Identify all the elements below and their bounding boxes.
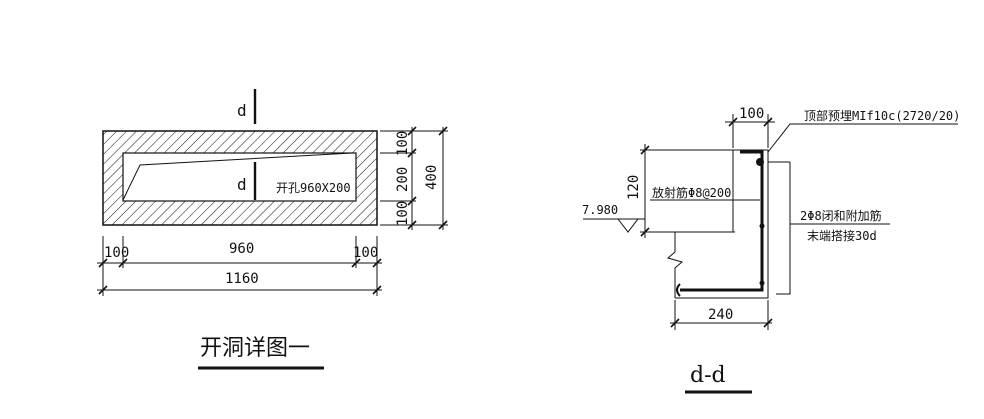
elevation-label: 7.980 <box>582 203 618 217</box>
dim-right-mid: 200 <box>395 167 411 192</box>
added-bar-label-1: 2Φ8闭和附加筋 <box>800 208 882 223</box>
opening-detail: d d 开孔960X200 100 960 100 1160 <box>97 89 448 370</box>
dim-right-bottom: 100 <box>395 201 411 226</box>
dim-total-height: 400 <box>424 165 440 190</box>
dim-center: 960 <box>229 241 254 257</box>
dim-right: 100 <box>353 245 378 261</box>
dim-bottom: 240 <box>708 307 733 323</box>
section-mark-mid: d <box>237 175 247 194</box>
dim-total-width: 1160 <box>225 271 259 287</box>
section-outline <box>675 149 769 299</box>
opening <box>122 152 357 202</box>
dim-top: 100 <box>739 106 764 122</box>
added-bar-label-2: 末端搭接30d <box>807 228 877 243</box>
dim-left-height: 120 <box>626 175 642 200</box>
top-bar-label: 顶部预埋MIf10c(2720/20) <box>804 108 960 123</box>
opening-detail-title: 开洞详图一 <box>200 336 310 361</box>
section-dd: 100 顶部预埋MIf10c(2720/20) 120 放射筋Φ8@200 7.… <box>582 106 960 394</box>
rebar-main <box>680 150 764 292</box>
dim-right-top: 100 <box>395 131 411 156</box>
section-title: d-d <box>690 363 726 388</box>
dim-left: 100 <box>104 245 129 261</box>
opening-slope-line <box>122 152 353 201</box>
opening-label: 开孔960X200 <box>276 181 351 195</box>
section-mark-top: d <box>237 101 247 120</box>
radial-bar-label: 放射筋Φ8@200 <box>652 185 731 200</box>
break-symbol <box>666 232 684 298</box>
